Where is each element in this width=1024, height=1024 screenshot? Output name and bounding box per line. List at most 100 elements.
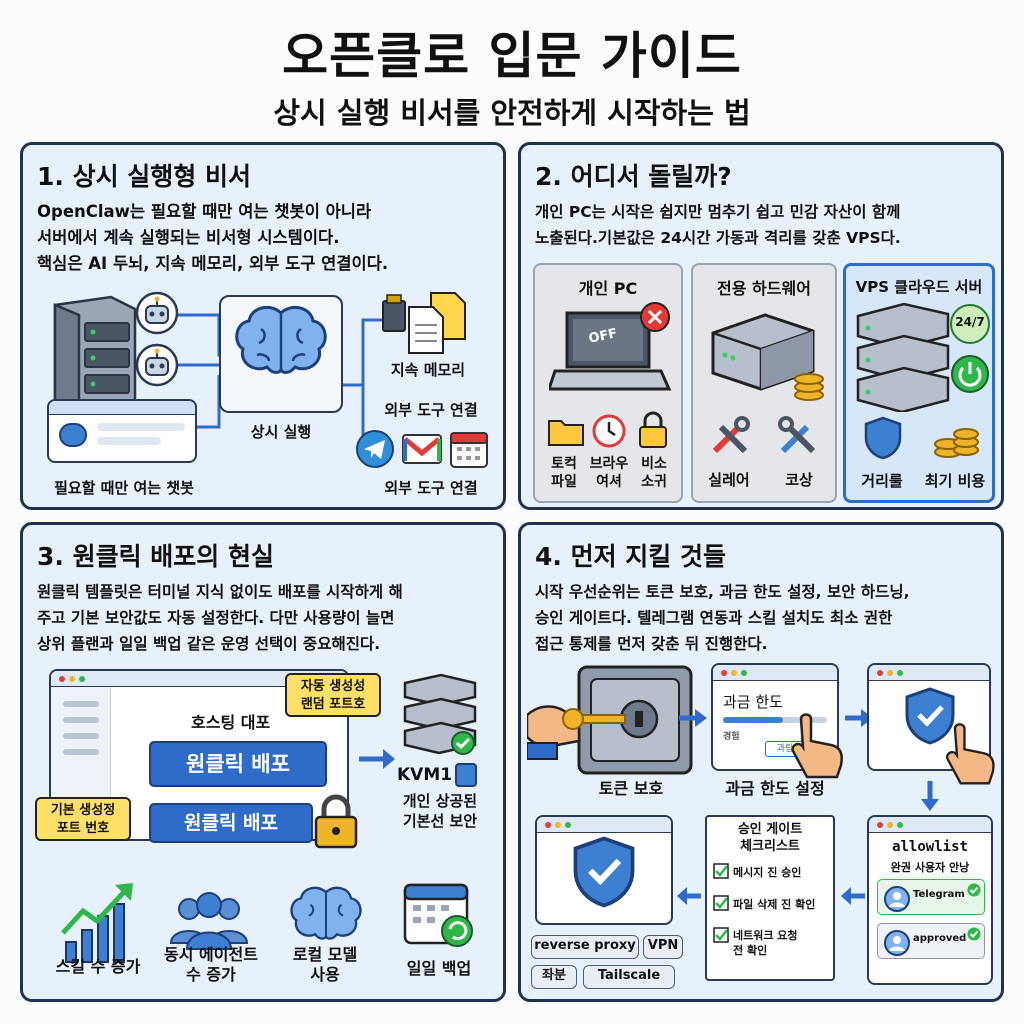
tools-label-bottom: 외부 도구 연결 bbox=[384, 479, 478, 497]
lock-icon bbox=[639, 411, 667, 448]
mini-server-icon bbox=[711, 313, 824, 401]
calendar-backup-icon bbox=[403, 883, 473, 947]
cloud-server-icon bbox=[856, 302, 950, 412]
power-icon bbox=[951, 355, 989, 393]
option-vps-cloud: VPS 클라우드 서버 24/7 거리룰 최기 비용 bbox=[843, 263, 995, 503]
pointer-hand-icon bbox=[945, 723, 995, 785]
padlock-icon bbox=[314, 794, 358, 849]
approval-checklist: 승인 게이트 체크리스트 메시지 진 승인 파일 삭제 진 확인 네트워크 요청… bbox=[705, 815, 835, 981]
panel3-body-line2: 주고 기본 보안값도 자동 설정한다. 다만 사용량이 늘면 bbox=[37, 609, 395, 627]
allowlist-subtitle: 완권 사용자 안낭 bbox=[890, 861, 970, 874]
panel1-body-line2: 서버에서 계속 실행되는 비서형 시스템이다. bbox=[37, 228, 340, 247]
growth-bar bbox=[81, 929, 93, 963]
option-personal-pc-title: 개인 PC bbox=[578, 279, 638, 298]
shield-icon bbox=[864, 416, 902, 460]
panel2-body-line1: 개인 PC는 시작은 쉽지만 멈추기 쉽고 민감 자산이 함께 bbox=[535, 203, 901, 221]
checklist-item-1: 메시지 진 승인 bbox=[733, 866, 802, 879]
one-click-deploy-button[interactable]: 원클릭 배포 bbox=[149, 741, 327, 787]
allowlist-entry2-label: approved bbox=[913, 933, 967, 944]
growth-arrow-icon bbox=[61, 883, 133, 935]
memory-documents-icon bbox=[382, 292, 466, 354]
laptop-off-icon bbox=[549, 302, 672, 391]
arrow-down-icon bbox=[921, 781, 939, 811]
checkbox-icon[interactable] bbox=[713, 863, 729, 879]
token-protection-label: 토큰 보호 bbox=[598, 779, 664, 798]
hardware-item-2: 코상 bbox=[785, 471, 813, 489]
vps-item-1: 거리룰 bbox=[861, 472, 903, 490]
server-plan-icon bbox=[455, 763, 477, 787]
chip-reverse-proxy: reverse proxy bbox=[531, 935, 639, 959]
option-dedicated-hardware: 전용 하드웨어 실레어 코상 bbox=[691, 263, 837, 503]
note-default-port: 기본 생성정 포트 번호 bbox=[35, 797, 131, 841]
tools-label-top: 외부 도구 연결 bbox=[384, 401, 478, 419]
coins-icon bbox=[934, 428, 979, 458]
safe-key-icon bbox=[527, 665, 693, 775]
brain-label: 상시 실행 bbox=[250, 423, 312, 441]
panel1-title: 1. 상시 실행형 비서 bbox=[37, 162, 252, 191]
shield-check-icon bbox=[573, 836, 635, 908]
check-icon bbox=[967, 927, 981, 941]
arrow-right-icon bbox=[679, 709, 707, 727]
allowlist-entry1-label: Telegram bbox=[913, 889, 965, 900]
tools-icon bbox=[712, 416, 750, 454]
one-click-deploy-button-secondary[interactable]: 원클릭 배포 bbox=[149, 803, 313, 843]
chip-tailscale: Tailscale bbox=[583, 965, 675, 989]
billing-window-title: 과금 한도 bbox=[723, 693, 783, 711]
history-icon bbox=[592, 414, 626, 448]
growth-bar bbox=[65, 941, 77, 963]
arrow-left-icon bbox=[677, 887, 701, 905]
pc-risk-1: 토컥 파일 bbox=[551, 456, 577, 490]
hosting-window-title: 호스팅 대포 bbox=[191, 713, 271, 732]
page-title: 오픈클로 입문 가이드 bbox=[282, 27, 742, 85]
pc-risk-3: 비소 소귀 bbox=[641, 456, 667, 490]
bottom-label-backup: 일일 백업 bbox=[406, 959, 472, 978]
panel2-title: 2. 어디서 돌릴까? bbox=[535, 162, 732, 191]
chatbot-window bbox=[47, 399, 197, 463]
tools-icon bbox=[778, 416, 816, 454]
brain-icon bbox=[290, 886, 362, 940]
brain-icon bbox=[235, 305, 327, 374]
panel4-body-line3: 접근 통제를 먼저 갖춘 뒤 진행한다. bbox=[535, 635, 768, 653]
allowlist-title: allowlist bbox=[892, 839, 968, 855]
checkbox-icon[interactable] bbox=[713, 895, 729, 911]
option-vps-title: VPS 클라우드 서버 bbox=[855, 278, 983, 296]
chip-firewall: 좌분 bbox=[531, 965, 577, 989]
bottom-label-skills: 스킬 수 증가 bbox=[55, 957, 141, 976]
bottom-label-local-model: 로컬 모델 사용 bbox=[292, 945, 358, 984]
panel4-title: 4. 먼저 지킬 것들 bbox=[535, 542, 727, 571]
checklist-item-2: 파일 삭제 진 확인 bbox=[733, 898, 816, 911]
chatbot-label: 필요할 때만 여는 챗봇 bbox=[54, 479, 194, 497]
panel1-body-line1: OpenClaw는 필요할 때만 여는 챗봇이 아니라 bbox=[37, 202, 372, 221]
checkbox-icon[interactable] bbox=[713, 927, 729, 943]
page-subtitle: 상시 실행 비서를 안전하게 시작하는 법 bbox=[273, 96, 751, 130]
panel4-body-line1: 시작 우선순위는 토큰 보호, 과금 한도 설정, 보안 하드닝, bbox=[535, 583, 910, 601]
panel-always-on-assistant: 1. 상시 실행형 비서 OpenClaw는 필요할 때만 여는 챗봇이 아니라… bbox=[20, 142, 506, 510]
arrow-right-icon bbox=[359, 749, 395, 769]
pointer-hand-icon bbox=[791, 713, 843, 779]
option-hardware-title: 전용 하드웨어 bbox=[717, 279, 811, 298]
panel3-body-line3: 상위 플랜과 일일 백업 같은 운영 선택이 중요해진다. bbox=[37, 635, 381, 653]
server-plan-caption: 개인 상공된 기본선 보안 bbox=[402, 792, 478, 830]
note-auto-random-port: 자동 생성성 랜덤 포트호 bbox=[285, 673, 381, 717]
chip-vpn: VPN bbox=[643, 935, 683, 959]
billing-slider-fill[interactable] bbox=[723, 717, 783, 723]
uptime-badge: 24/7 bbox=[955, 315, 985, 329]
checklist-title: 승인 게이트 체크리스트 bbox=[737, 822, 803, 854]
folder-icon bbox=[548, 420, 584, 446]
vps-item-2: 최기 비용 bbox=[924, 472, 986, 490]
growth-bar bbox=[113, 903, 125, 963]
telegram-icon bbox=[356, 430, 394, 468]
calendar-icon bbox=[450, 432, 488, 468]
panel4-body-line2: 승인 게이트다. 텔레그램 연동과 스킬 설치도 최소 권한 bbox=[535, 609, 893, 627]
checklist-item-3: 네트워크 요청 전 확인 bbox=[733, 929, 798, 957]
panel3-title: 3. 원클릭 배포의 현실 bbox=[37, 542, 275, 571]
billing-small-label: 경험 bbox=[723, 732, 740, 742]
uptime-badge-circle bbox=[950, 304, 990, 344]
billing-limit-label: 과금 한도 설정 bbox=[725, 779, 825, 798]
hardware-item-1: 실레어 bbox=[708, 471, 750, 489]
panel2-body-line2: 노출된다.기본값은 24시간 가동과 격리를 갖춘 VPS다. bbox=[535, 229, 901, 247]
memory-label: 지속 메모리 bbox=[390, 361, 466, 379]
avatar-icon bbox=[884, 930, 910, 956]
robot-icon bbox=[135, 291, 179, 335]
panel1-body-line3: 핵심은 AI 두뇌, 지속 메모리, 외부 도구 연결이다. bbox=[37, 254, 389, 273]
